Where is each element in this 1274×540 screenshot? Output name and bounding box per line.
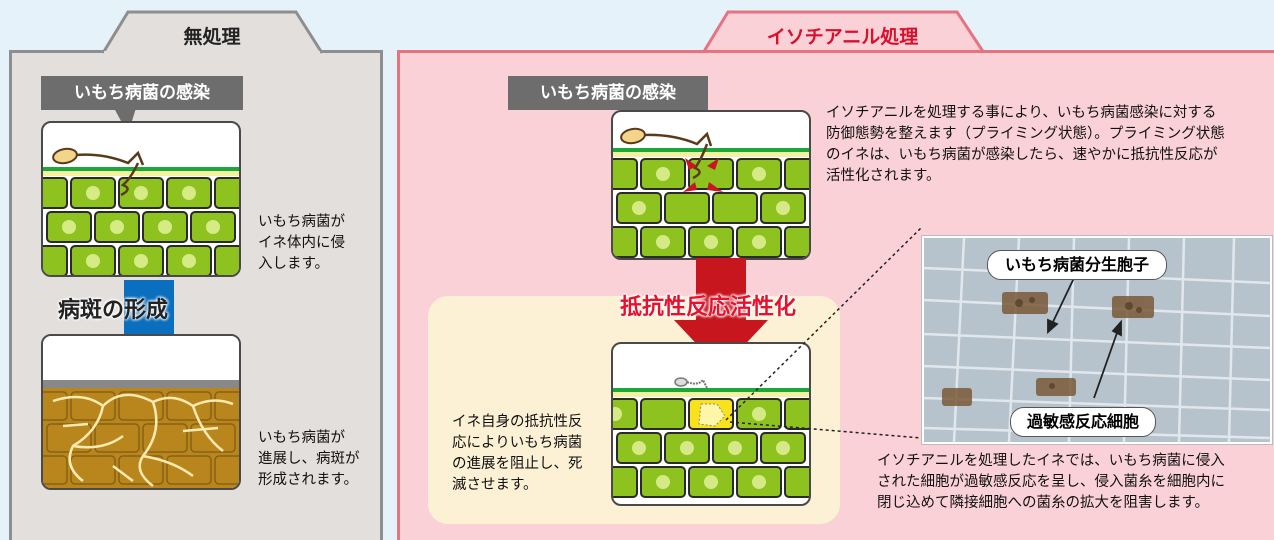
- desc-line: イネ自身の抵抗性反: [452, 414, 583, 430]
- desc-line: の進展を阻止し、死: [452, 456, 583, 472]
- priming-description: イソチアニルを処理する事により、いもち病菌感染に対する 防御態勢を整えます（プラ…: [826, 103, 1225, 187]
- right-resistance-cells: [611, 342, 811, 506]
- rice-cells-diagram: [43, 147, 239, 275]
- desc-line: イネ体内に侵: [258, 235, 345, 251]
- left-infection-cells: [41, 121, 241, 277]
- lesion-formation-label: 病斑の形成: [58, 298, 169, 323]
- desc-line: いもち病菌が: [258, 430, 345, 446]
- desc-line: イソチアニルを処理したイネでは、いもち病菌に侵入: [877, 453, 1225, 469]
- lesion-diagram: [43, 336, 239, 488]
- primed-cells-diagram: [613, 127, 809, 258]
- desc-line: 形成されます。: [258, 472, 359, 488]
- left-infection-description: いもち病菌が イネ体内に侵 入します。: [258, 212, 345, 275]
- left-lesion-description: いもち病菌が 進展し、病斑が 形成されます。: [258, 428, 360, 491]
- desc-line: 入します。: [258, 256, 330, 272]
- desc-line: された細胞が過敏感反応を呈し、侵入菌糸を細胞内に: [877, 474, 1225, 490]
- isotianil-tab-title: イソチアニル処理: [766, 26, 919, 48]
- desc-line: 閉じ込めて隣接細胞への菌糸の拡大を阻害します。: [877, 495, 1210, 511]
- hypersensitive-description: イソチアニルを処理したイネでは、いもち病菌に侵入 された細胞が過敏感反応を呈し、…: [877, 451, 1225, 514]
- hypersensitive-cell-label: 過敏感反応細胞: [1010, 407, 1156, 437]
- desc-line: いもち病菌が: [258, 214, 345, 230]
- right-infection-cells: [611, 110, 811, 260]
- resistance-description: イネ自身の抵抗性反 応によりいもち病菌 の進展を阻止し、死 滅させます。: [452, 412, 583, 496]
- desc-line: 進展し、病斑が: [258, 451, 360, 467]
- left-infection-label: いもち病菌の感染: [41, 76, 243, 110]
- left-lesion-cells: [41, 334, 241, 490]
- desc-line: のイネは、いもち病菌が感染したら、速やかに抵抗性反応が: [826, 147, 1218, 163]
- conidia-label: いもち病菌分生胞子: [987, 250, 1167, 280]
- resistance-activation-label: 抵抗性反応活性化: [620, 295, 797, 320]
- untreated-tab-title: 無処理: [183, 26, 241, 48]
- desc-line: イソチアニルを処理する事により、いもち病菌感染に対する: [826, 105, 1217, 121]
- hypersensitive-cells-diagram: [613, 377, 809, 498]
- desc-line: 活性化されます。: [826, 168, 941, 184]
- desc-line: 滅させます。: [452, 477, 538, 493]
- desc-line: 応によりいもち病菌: [452, 435, 583, 451]
- desc-line: 防御態勢を整えます（プライミング状態）。プライミング状態: [826, 126, 1225, 142]
- right-infection-label: いもち病菌の感染: [508, 76, 708, 110]
